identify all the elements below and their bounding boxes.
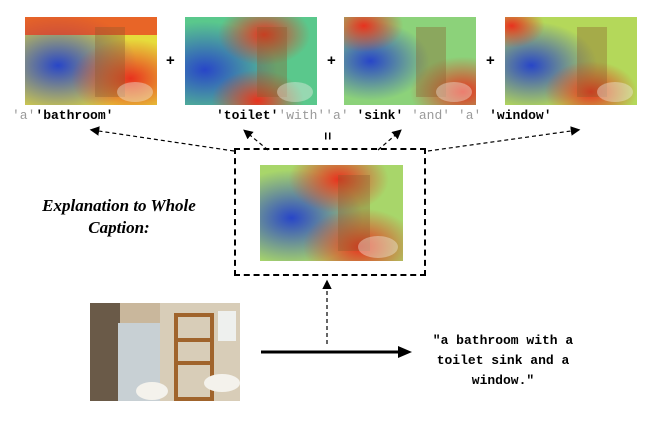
generated-caption: "a bathroom with a toilet sink and a win… bbox=[432, 333, 574, 388]
token-label: 'a' bbox=[457, 108, 482, 123]
token-label: 'toilet' bbox=[216, 108, 279, 123]
heatmap-whole-caption bbox=[260, 165, 403, 261]
heatmap-window bbox=[505, 17, 637, 105]
token-label: 'window' bbox=[489, 108, 552, 123]
token-label: 'a''bathroom' bbox=[12, 108, 113, 123]
token-label: 'and' bbox=[411, 108, 451, 123]
dashed-arrow bbox=[427, 126, 581, 152]
heatmap-bathroom bbox=[25, 17, 157, 105]
dashed-arrow bbox=[243, 129, 269, 151]
token-label: 'with' bbox=[278, 108, 326, 123]
token-label: 'toilet''with''a' 'sink' 'and' 'a' 'wind… bbox=[216, 108, 552, 123]
dashed-arrow bbox=[89, 126, 235, 152]
plus-operator: + bbox=[327, 52, 336, 69]
plus-operator: + bbox=[166, 52, 175, 69]
plus-operator: + bbox=[486, 52, 495, 69]
solid-arrow-head bbox=[398, 346, 412, 358]
heading-explanation: Explanation to Whole Caption: bbox=[42, 196, 196, 237]
token-label: 'a' bbox=[12, 108, 36, 123]
heatmap-toilet bbox=[185, 17, 317, 105]
bathroom-photo bbox=[90, 303, 240, 401]
token-label: 'bathroom' bbox=[35, 108, 114, 123]
dashed-arrow bbox=[377, 129, 402, 151]
combined-explanation-box bbox=[234, 148, 426, 276]
heatmap-sink bbox=[344, 17, 476, 105]
token-label: 'a' bbox=[325, 108, 349, 123]
token-label: 'sink' bbox=[356, 108, 404, 123]
